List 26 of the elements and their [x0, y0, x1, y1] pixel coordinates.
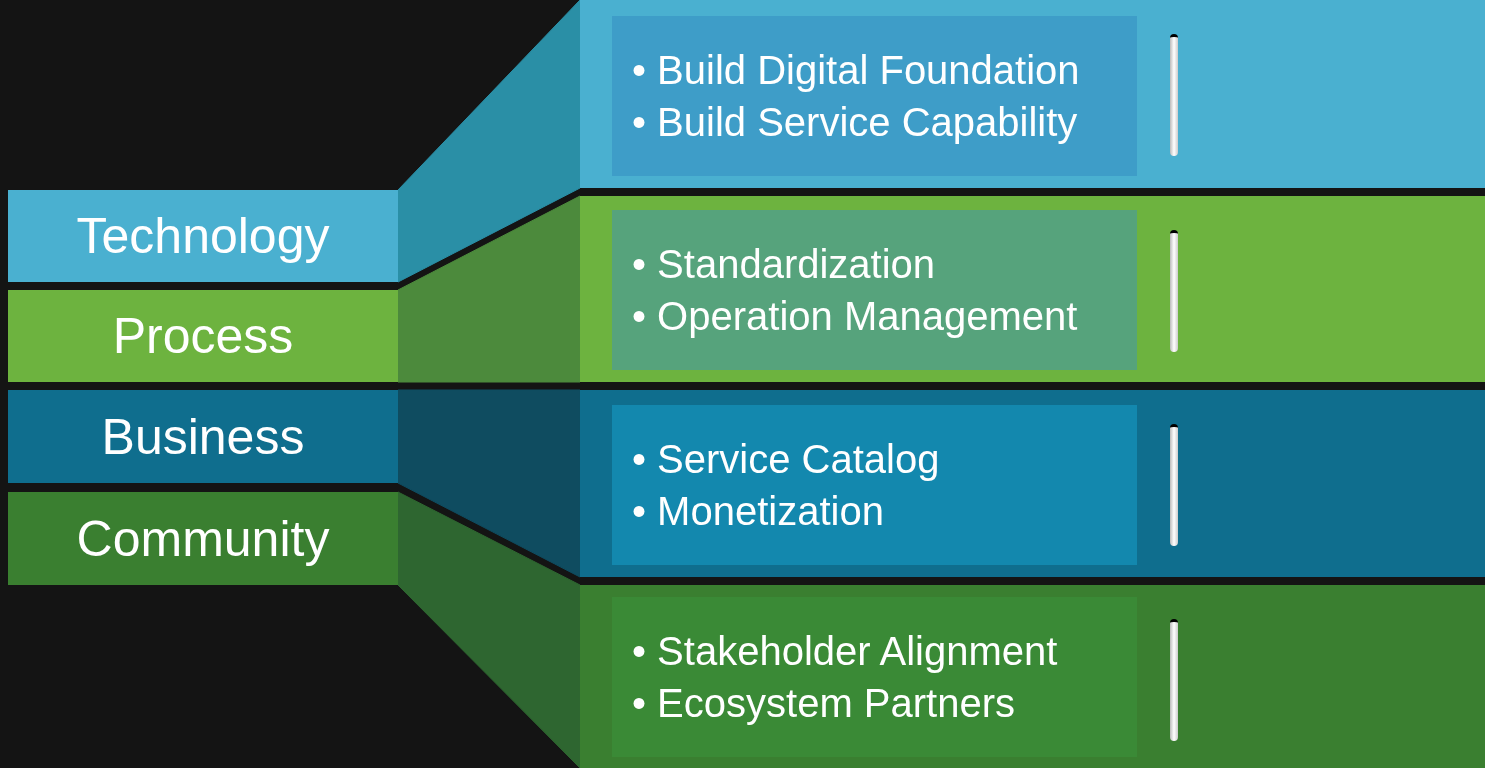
category-box [8, 190, 398, 282]
category-label: Community [76, 509, 330, 568]
bullet-text: • Build Digital Foundation [632, 47, 1080, 94]
category-box [8, 290, 398, 382]
category-box [8, 492, 398, 585]
bullet-text: • Ecosystem Partners [632, 680, 1016, 727]
bullet-text: • Standardization [632, 241, 937, 288]
bullet-text: • Service Catalog [632, 436, 940, 483]
category-box [8, 390, 398, 483]
bullet-text: • Monetization [632, 488, 885, 535]
connector-wedge [397, 389, 581, 578]
bullet-text: • Operation Management [632, 293, 1078, 340]
color-band [580, 0, 1485, 188]
category-label: Process [112, 307, 294, 365]
color-band [580, 585, 1485, 768]
bullet-text: • Stakeholder Alignment [632, 628, 1058, 675]
connector-wedge [397, 491, 581, 768]
connector-wedge [397, 195, 581, 383]
bullet-text: • Build Service Capability [632, 99, 1079, 146]
category-label: Technology [76, 207, 330, 265]
category-label: Business [101, 407, 305, 466]
content-box [612, 210, 1137, 370]
color-band [580, 390, 1485, 577]
connector-wedge [397, 0, 581, 283]
color-band [580, 196, 1485, 382]
content-box [612, 405, 1137, 565]
